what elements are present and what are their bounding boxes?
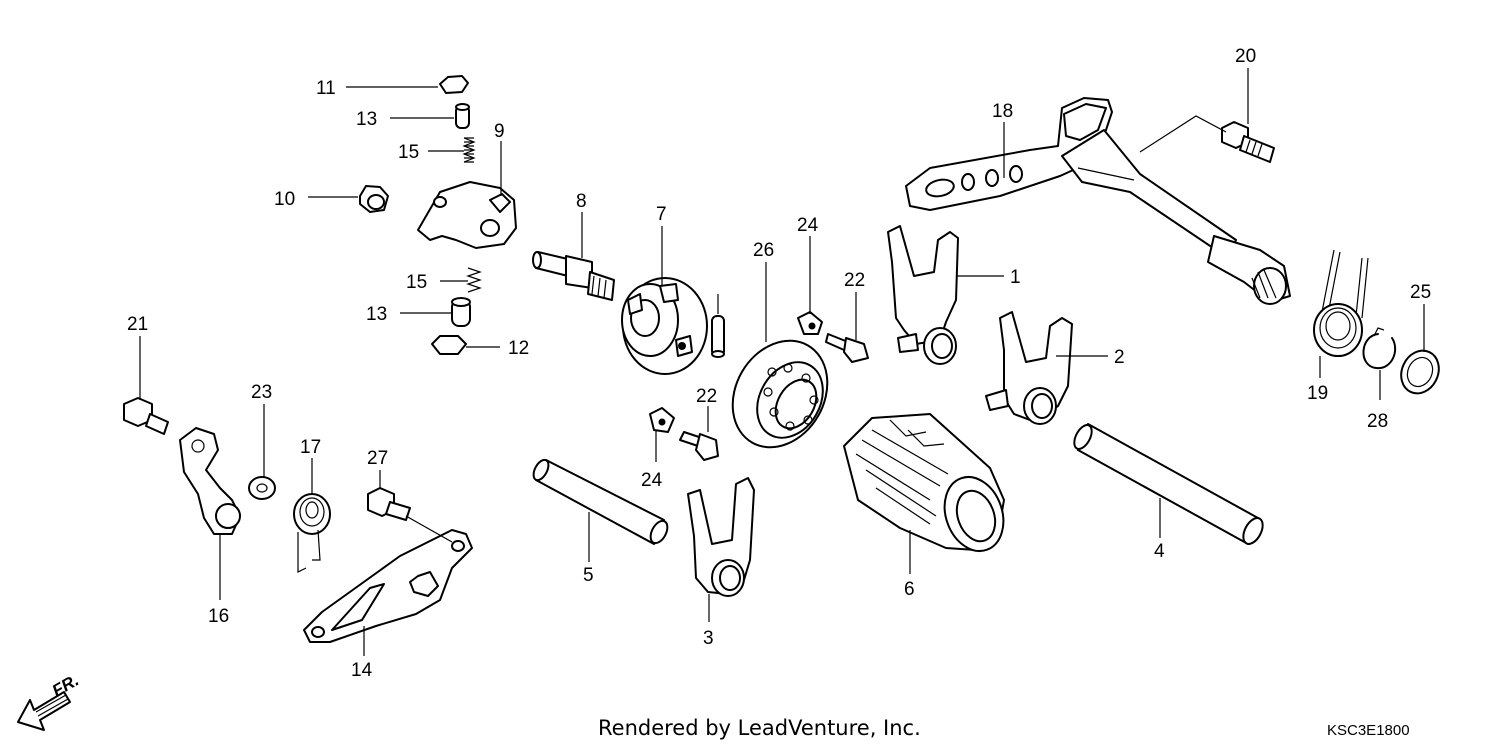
callout-13-upper: 13: [356, 109, 377, 130]
part-8-bolt: [532, 251, 615, 301]
callout-9: 9: [494, 121, 505, 142]
part-20-bolt: [1221, 121, 1275, 163]
part-7-drum-center: [621, 277, 708, 375]
part-24-plate-lower: [649, 407, 675, 433]
part-15-spring-upper: [462, 137, 476, 163]
callout-2: 2: [1114, 347, 1125, 368]
callout-10: 10: [274, 189, 295, 210]
callout-13-lower: 13: [366, 304, 387, 325]
part-19-return-spring: [1313, 249, 1369, 357]
part-11-cap: [439, 75, 469, 94]
callout-11: 11: [316, 78, 336, 99]
callout-26: 26: [753, 240, 774, 261]
part-15-spring-lower: [466, 267, 482, 293]
callout-24-upper: 24: [797, 215, 819, 236]
callout-23: 23: [251, 382, 272, 403]
callout-25: 25: [1410, 282, 1431, 303]
part-26-bearing: [731, 339, 829, 449]
part-10-nut: [359, 185, 389, 213]
part-12-cap: [431, 335, 467, 355]
part-29-dowel-pin: [711, 315, 725, 358]
callout-22-upper: 22: [844, 270, 865, 291]
part-17-spring: [293, 493, 331, 573]
part-25-washer: [1400, 349, 1440, 395]
callout-12: 12: [508, 338, 529, 359]
callout-19: 19: [1307, 383, 1328, 404]
callout-24-lower: 24: [641, 470, 663, 491]
part-28-circlip: [1362, 327, 1397, 370]
render-credit: Rendered by LeadVenture, Inc.: [598, 716, 921, 740]
diagram-code: KSC3E1800: [1327, 722, 1410, 739]
callout-7: 7: [656, 204, 667, 225]
part-1-shift-fork: [887, 225, 959, 365]
part-13-pin-upper: [455, 103, 470, 129]
callout-27: 27: [367, 448, 388, 469]
part-9-stopper-arm: [417, 181, 517, 249]
part-23-washer: [248, 476, 276, 500]
part-24-plate-upper: [797, 311, 823, 335]
part-22-bolt-lower: [679, 431, 719, 461]
callout-15-lower: 15: [406, 272, 427, 293]
callout-labels: 11 13 15 9 10 15 13 12 8 7 26 24 22 22 2…: [127, 46, 1431, 681]
callout-21: 21: [127, 314, 148, 335]
callout-16: 16: [208, 606, 229, 627]
callout-15-upper: 15: [398, 142, 419, 163]
part-22-bolt-upper: [825, 333, 869, 363]
callout-6: 6: [904, 579, 915, 600]
part-4-fork-shaft: [1073, 423, 1264, 545]
part-21-bolt: [123, 397, 169, 435]
front-direction-arrow-icon: [17, 691, 71, 731]
callout-8: 8: [576, 191, 587, 212]
part-5-fork-shaft: [532, 458, 669, 545]
callout-28: 28: [1367, 411, 1388, 432]
part-14-plate: [303, 529, 473, 643]
callout-14: 14: [351, 660, 373, 681]
leader-lines: [139, 68, 1425, 656]
callout-18: 18: [992, 101, 1013, 122]
callout-3: 3: [703, 628, 714, 649]
callout-1: 1: [1010, 267, 1021, 288]
part-16-arm: [179, 427, 241, 535]
callout-5: 5: [583, 565, 594, 586]
part-3-shift-fork: [687, 477, 755, 597]
callout-4: 4: [1154, 541, 1165, 562]
part-2-shift-fork: [985, 311, 1073, 425]
part-6-shift-drum: [843, 413, 1005, 552]
callout-22-lower: 22: [696, 386, 717, 407]
callout-17: 17: [300, 437, 321, 458]
part-27-bolt: [367, 487, 411, 521]
callout-20: 20: [1235, 46, 1256, 67]
part-18-shift-spindle: [905, 97, 1291, 305]
part-13-pin-lower: [451, 297, 471, 327]
